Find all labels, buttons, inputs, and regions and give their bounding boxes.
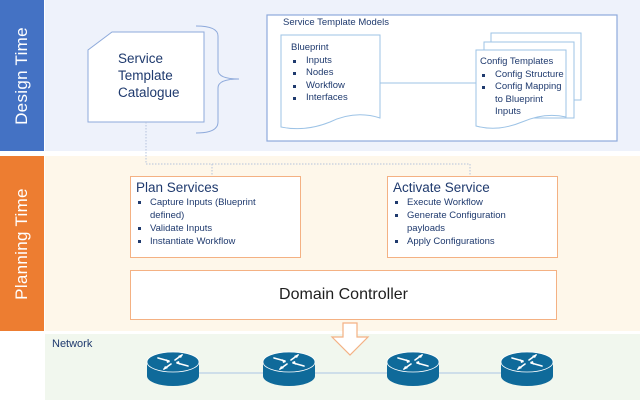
list-item: Generate Configuration payloads bbox=[393, 209, 517, 235]
catalogue-line: Service bbox=[118, 51, 164, 66]
config-templates-document: Config Templates Config Structure Config… bbox=[480, 56, 568, 119]
list-item: Config Mapping to Blueprint Inputs bbox=[480, 81, 568, 119]
config-templates-title: Config Templates bbox=[480, 56, 554, 67]
activate-service-box: Activate Service Execute Workflow Genera… bbox=[387, 176, 558, 258]
list-item: Workflow bbox=[291, 80, 348, 93]
list-item: Capture Inputs (Blueprint defined) bbox=[136, 196, 260, 222]
list-item: Apply Configurations bbox=[393, 235, 552, 248]
design-time-lane-label: Design Time bbox=[0, 0, 44, 151]
brace-connector bbox=[195, 25, 240, 134]
routers bbox=[146, 351, 554, 386]
activate-service-title: Activate Service bbox=[393, 180, 490, 195]
domain-controller-label: Domain Controller bbox=[279, 286, 408, 303]
blueprint-list: Inputs Nodes Workflow Interfaces bbox=[291, 55, 348, 105]
blueprint-title: Blueprint bbox=[291, 42, 329, 53]
blueprint-document: Blueprint Inputs Nodes Workflow Interfac… bbox=[291, 42, 348, 105]
network-label: Network bbox=[52, 338, 93, 350]
router-icon[interactable] bbox=[262, 351, 316, 386]
service-template-catalogue: Service Template Catalogue bbox=[118, 50, 180, 101]
planning-time-lane-label: Planning Time bbox=[0, 156, 44, 331]
catalogue-to-planning-connector bbox=[145, 122, 471, 176]
activate-service-list: Execute Workflow Generate Configuration … bbox=[393, 196, 552, 248]
plan-services-box: Plan Services Capture Inputs (Blueprint … bbox=[130, 176, 301, 258]
plan-services-list: Capture Inputs (Blueprint defined) Valid… bbox=[136, 196, 295, 248]
down-arrow-icon bbox=[330, 322, 370, 356]
list-item: Execute Workflow bbox=[393, 196, 552, 209]
router-icon[interactable] bbox=[500, 351, 554, 386]
router-icon[interactable] bbox=[386, 351, 440, 386]
list-item: Interfaces bbox=[291, 92, 348, 105]
router-icon[interactable] bbox=[146, 351, 200, 386]
catalogue-line: Catalogue bbox=[118, 85, 180, 100]
config-templates-list: Config Structure Config Mapping to Bluep… bbox=[480, 69, 568, 119]
list-item: Validate Inputs bbox=[136, 222, 295, 235]
config-template-document-shape bbox=[475, 49, 567, 129]
list-item: Nodes bbox=[291, 67, 348, 80]
service-template-models-title: Service Template Models bbox=[283, 17, 389, 28]
list-item: Inputs bbox=[291, 55, 348, 68]
list-item: Instantiate Workflow bbox=[136, 235, 295, 248]
catalogue-line: Template bbox=[118, 68, 173, 83]
blueprint-document-shape bbox=[280, 34, 381, 130]
plan-services-title: Plan Services bbox=[136, 180, 219, 195]
list-item: Config Structure bbox=[480, 69, 568, 82]
domain-controller-box: Domain Controller bbox=[130, 270, 557, 320]
